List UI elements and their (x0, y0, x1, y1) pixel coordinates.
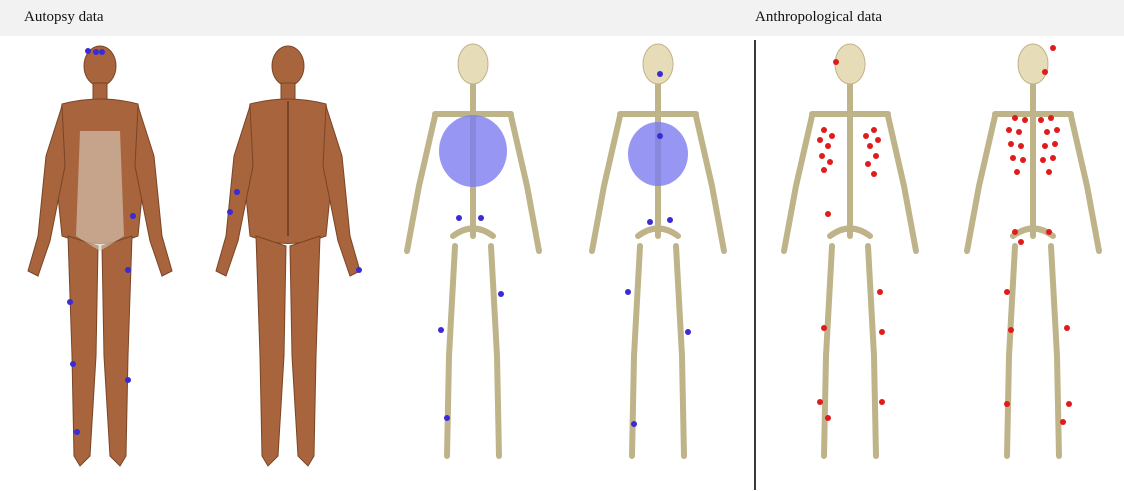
muscle-body (28, 46, 172, 466)
ribcage-highlight (439, 115, 507, 187)
skull (458, 44, 488, 84)
panel-divider (754, 40, 756, 490)
figure-skeleton-back-red (945, 36, 1124, 491)
figure-muscle-back (200, 36, 380, 491)
skull (1018, 44, 1048, 84)
figure-skeleton-front-red (762, 36, 942, 491)
skull (643, 44, 673, 84)
anthropological-title: Anthropological data (755, 9, 882, 26)
skull (835, 44, 865, 84)
ribcage-highlight (628, 122, 688, 186)
autopsy-title: Autopsy data (24, 9, 104, 26)
figure-skeleton-front-blue (385, 36, 565, 491)
skeleton-body (784, 84, 916, 456)
header-bar (0, 0, 1124, 36)
skeleton-body (967, 84, 1099, 456)
figure-muscle-front (10, 36, 190, 491)
abdomen-fascia (76, 131, 124, 251)
figure-skeleton-back-blue (570, 36, 750, 491)
